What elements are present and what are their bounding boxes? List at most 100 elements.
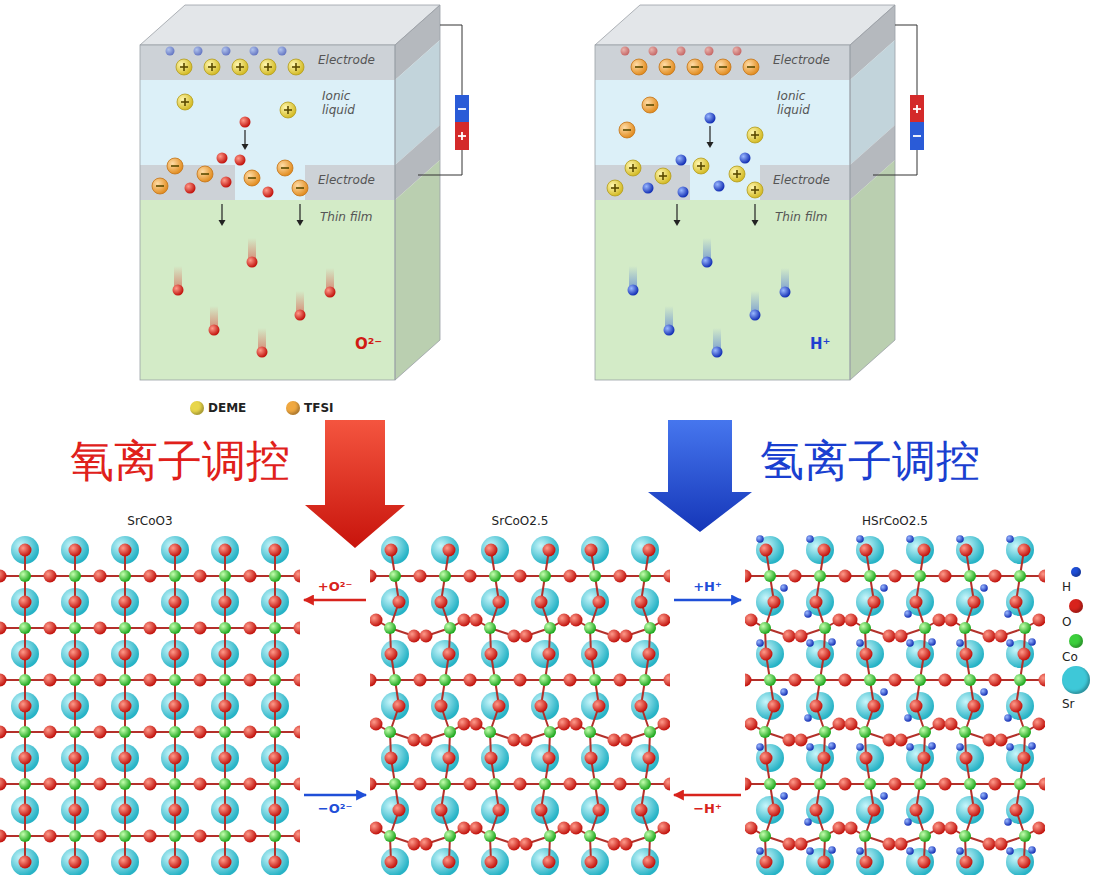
o-atom [643, 648, 656, 661]
co-atom [119, 674, 131, 686]
o-atom [795, 734, 808, 747]
co-atom [484, 622, 496, 634]
sr-atoms [756, 536, 1034, 875]
o-atom [19, 648, 32, 661]
h-atom [1028, 638, 1036, 646]
anion-ion [277, 160, 293, 176]
hydrogen-ion [750, 310, 761, 321]
co-atom [919, 830, 931, 842]
oxygen-ion [173, 285, 184, 296]
o-atom [570, 614, 583, 627]
co-atom [119, 726, 131, 738]
h-atom [828, 742, 836, 750]
co-atom [169, 726, 181, 738]
h-atom [804, 610, 812, 618]
legend-swatch [190, 401, 204, 415]
co-atom [169, 830, 181, 842]
motion-arrow [709, 126, 710, 143]
o-atom [1010, 700, 1023, 713]
o-atom [169, 804, 182, 817]
sr-atom [756, 640, 784, 668]
h-atom [806, 847, 814, 855]
o-atom [44, 726, 57, 739]
o-atom [514, 778, 527, 791]
charge-sign [614, 184, 616, 192]
o-atom [269, 700, 282, 713]
o-atom [435, 700, 448, 713]
sr-atom [531, 848, 559, 875]
battery [910, 122, 924, 150]
cation-ion [288, 59, 304, 75]
o-atom [194, 726, 207, 739]
charge-sign [700, 162, 702, 170]
o-atom [169, 700, 182, 713]
co-atom [544, 622, 556, 634]
o-atom [620, 838, 633, 851]
o-atom [508, 838, 521, 851]
charge-sign [623, 129, 631, 131]
co-atom [19, 622, 31, 634]
h-atom [956, 535, 964, 543]
co-atom [269, 830, 281, 842]
co-atom [759, 830, 771, 842]
o-atom [608, 630, 621, 643]
h-atom [928, 846, 936, 854]
formula-row: SrCoO2.5 [370, 512, 670, 529]
o-atom [94, 726, 107, 739]
ion-label: O²⁻ [355, 336, 382, 353]
sr-atom [481, 848, 509, 875]
anion-ion [244, 170, 260, 186]
gating-device [595, 5, 924, 380]
o-atom [1045, 718, 1046, 731]
motion-arrow [754, 204, 755, 221]
o-atom [219, 752, 232, 765]
o-atom [933, 614, 946, 627]
o-atom [269, 804, 282, 817]
layer-label: Thin film [320, 211, 372, 225]
h-atom [756, 639, 764, 647]
sr-atom [856, 536, 884, 564]
sr-atoms [11, 536, 289, 875]
sr-atom [956, 744, 984, 772]
legend-swatch [286, 401, 300, 415]
sr-atom [431, 744, 459, 772]
o-atom [939, 674, 952, 687]
co-atom [539, 674, 551, 686]
o-atom [119, 596, 132, 609]
o-atom [94, 622, 107, 635]
o-atom [485, 544, 498, 557]
wire [418, 150, 462, 175]
o-atom [194, 778, 207, 791]
o-atom [458, 822, 471, 835]
co-atom [819, 622, 831, 634]
o-atom [845, 822, 858, 835]
o-atom [783, 734, 796, 747]
cation-ion [280, 102, 296, 118]
co-atom [914, 778, 926, 790]
charge-sign [754, 131, 756, 139]
sr-atom [806, 536, 834, 564]
device-top [595, 5, 895, 45]
o-atom [593, 596, 606, 609]
co-atom [69, 622, 81, 634]
ions [152, 47, 336, 358]
h-atom [1028, 846, 1036, 854]
h-atom [806, 743, 814, 751]
o-atom [895, 630, 908, 643]
co-atom [914, 570, 926, 582]
charge-sign [183, 63, 185, 71]
cation-ion [747, 127, 763, 143]
co-atom [964, 674, 976, 686]
sr-atom [531, 744, 559, 772]
o-atom [443, 856, 456, 869]
o-atom [385, 648, 398, 661]
o-atom [910, 804, 923, 817]
cation-ion [204, 59, 220, 75]
co-atom [919, 622, 931, 634]
o-atom [983, 630, 996, 643]
o-atom [845, 718, 858, 731]
o-atom [0, 674, 7, 687]
h-atom [980, 792, 988, 800]
o-atom [219, 856, 232, 869]
hydrogen-ion [780, 287, 791, 298]
